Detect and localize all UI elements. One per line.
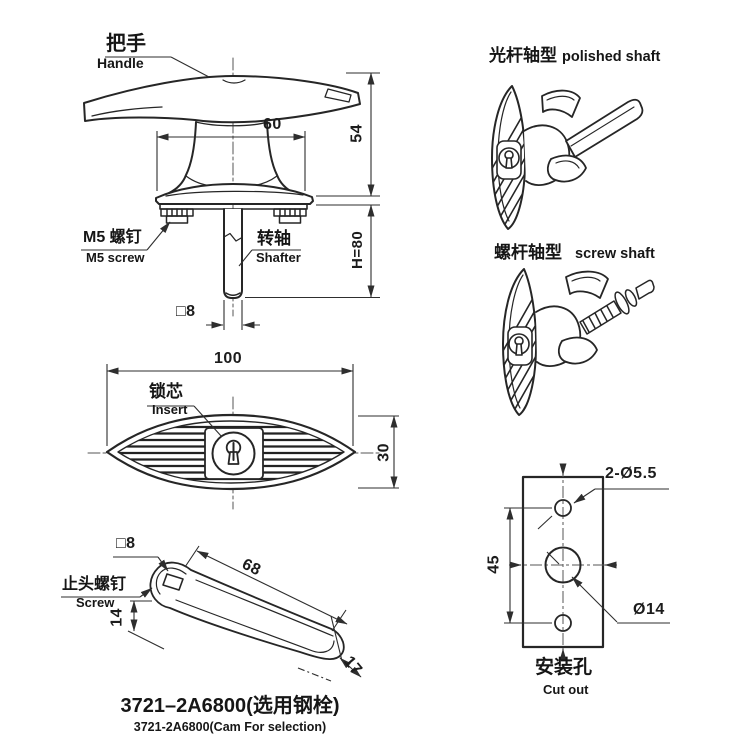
cam-dim-square: □8 [116,535,136,552]
cam-dimensions [61,545,362,682]
polished-far-wing [541,89,581,118]
dim-shaft-square: □8 [176,303,196,320]
base-flange-outline [155,183,314,205]
m5-screw-label-cn: M5 螺钉 [83,229,142,246]
square-shaft-outline [223,208,243,299]
threaded-rod [579,279,655,335]
dim-length-100: 100 [214,350,243,367]
cutout-dimensions [504,463,670,661]
set-screw-label-en: Screw [76,595,115,610]
handle-label-en: Handle [97,55,144,71]
front-view-drawing [83,57,361,317]
cam-drawing [149,561,345,660]
dim-base-width: 60 [263,116,282,133]
screw-shaft-drawing [502,268,655,416]
m5-screw-label-en: M5 screw [86,250,145,265]
insert-label-cn: 锁芯 [149,382,183,401]
keyhole-icon [225,439,242,465]
neck-left-edge [168,121,197,194]
handle-wing-outline [83,75,361,124]
set-screw-label-cn: 止头螺钉 [62,576,127,593]
top-view-drawing [87,396,381,510]
cutout-caption-cn: 安装孔 [535,657,593,678]
insert-label-en: Insert [152,402,188,417]
cam-square-hole [162,573,184,591]
top-view-dimensions [106,364,399,489]
handle-label-cn: 把手 [106,33,146,55]
center-hole [544,546,582,584]
dim-shaft-height: H=80 [349,230,367,270]
shaft-label-cn: 转轴 [257,229,291,248]
polished-lower-blade [546,154,587,183]
front-view-dimensions [81,56,380,330]
dim-center-hole: Ø14 [633,601,665,618]
cutout-drawing [509,465,617,659]
screw-keyhole-icon [508,333,530,356]
cam-caption-en: 3721-2A6800(Cam For selection) [133,720,327,734]
shaft-label-en: Shafter [256,250,301,265]
mount-hole-top [554,499,572,517]
dim-handle-height: 54 [348,124,366,143]
polished-keyhole-icon [498,147,520,169]
screw-lower-blade [557,336,598,365]
cam-dim-height: 14 [108,608,126,627]
polished-shaft-title-en: polished shaft [562,49,661,65]
m5-screw-left [160,208,194,224]
polished-shaft-drawing [491,85,644,230]
dim-width-30: 30 [375,443,393,462]
screw-shaft-title-en: screw shaft [575,246,655,262]
cam-caption-cn: 3721–2A6800(选用钢栓) [120,695,340,717]
dim-hole-spacing: 45 [485,555,503,574]
m5-screw-right [273,208,307,224]
mount-hole-bottom [554,614,572,632]
polished-shaft-title-cn: 光杆轴型 [489,46,557,65]
dim-mount-holes: 2-Ø5.5 [605,465,657,482]
cutout-caption-en: Cut out [543,682,589,697]
screw-far-wing [565,270,609,299]
screw-shaft-title-cn: 螺杆轴型 [494,243,562,262]
